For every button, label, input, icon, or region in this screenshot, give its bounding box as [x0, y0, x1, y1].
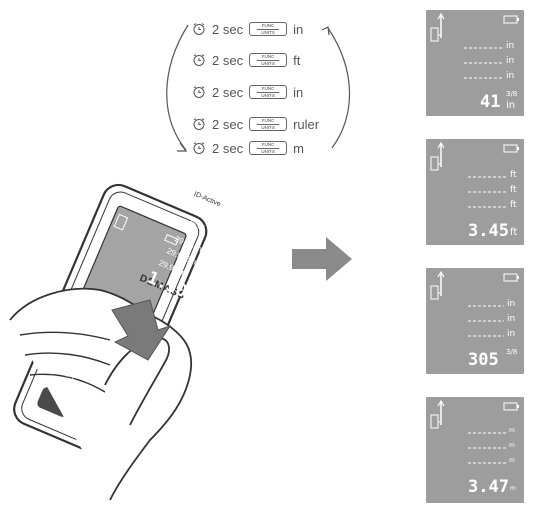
result-screen-meters: m m m 3.47 m — [426, 397, 524, 503]
result-screen-inches: in in in 41 3/8 in — [426, 10, 524, 116]
result-unit: m — [510, 485, 516, 492]
screen-icons — [430, 141, 519, 208]
step-row: 2 sec FUNC UNITS ruler — [192, 115, 319, 133]
unit-label: in — [507, 299, 516, 309]
key-label-bottom: UNITS — [261, 30, 275, 35]
unit-label: in — [507, 329, 516, 339]
result-screen-feet: ft ft ft 3.45 ft — [426, 139, 524, 245]
result-value: 305 — [468, 350, 499, 370]
alarm-clock-icon — [193, 23, 205, 35]
key-label-top: FUNC — [261, 118, 275, 123]
key-label-bottom: UNITS — [261, 149, 275, 154]
unit-label: in — [506, 41, 515, 51]
func-units-key: FUNC UNITS — [249, 53, 288, 67]
step-row: 2 sec FUNC UNITS ft — [192, 51, 300, 69]
step-duration: 2 sec — [212, 84, 244, 100]
unit-label: m — [509, 427, 515, 434]
step-unit: in — [293, 84, 304, 100]
step-row: 2 sec FUNC UNITS m — [192, 139, 304, 157]
unit-label: in — [506, 56, 515, 66]
key-label-top: FUNC — [261, 142, 275, 147]
unit-label: m — [509, 457, 515, 464]
cycle-arrows — [166, 24, 351, 152]
func-units-key: FUNC UNITS — [249, 117, 288, 131]
result-fraction: 3/8 — [506, 90, 518, 98]
result-screen-inches-fraction: in in in 305 3/8 — [426, 268, 524, 374]
unit-label: ft — [510, 200, 517, 210]
step-duration: 2 sec — [212, 140, 244, 156]
key-label-top: FUNC — [261, 54, 275, 59]
right-arrow-icon — [292, 237, 352, 281]
result-unit: in — [506, 100, 516, 111]
step-row: 2 sec FUNC UNITS in — [192, 20, 303, 38]
unit-label: in — [506, 71, 515, 81]
alarm-clock-icon — [193, 118, 205, 130]
step-unit: m — [293, 140, 304, 156]
unit-label: ft — [510, 185, 517, 195]
step-row: 2 sec FUNC UNITS in — [192, 83, 303, 101]
unit-label: ft — [510, 170, 517, 180]
key-label-bottom: UNITS — [261, 125, 275, 130]
step-duration: 2 sec — [212, 21, 244, 37]
alarm-clock-icon — [193, 86, 205, 98]
screen-icons — [430, 270, 519, 337]
func-units-key: FUNC UNITS — [249, 141, 288, 155]
key-label-bottom: UNITS — [261, 93, 275, 98]
result-unit: ft — [510, 227, 518, 238]
result-fraction: 3/8 — [506, 348, 518, 356]
device-illustration: DEMASS ID-Active 45.5° 29.868m 29.986m 2… — [0, 170, 300, 510]
screen-icons — [430, 399, 519, 464]
alarm-clock-icon — [193, 142, 205, 154]
func-units-key: FUNC UNITS — [249, 85, 288, 99]
step-unit: in — [293, 21, 304, 37]
result-value: 3.47 — [468, 477, 509, 497]
key-label-top: FUNC — [261, 23, 275, 28]
step-duration: 2 sec — [212, 52, 244, 68]
step-unit: ruler — [293, 116, 320, 132]
result-value: 3.45 — [468, 221, 509, 241]
result-value: 41 — [480, 92, 501, 112]
key-label-bottom: UNITS — [261, 61, 275, 66]
unit-label: m — [509, 442, 515, 449]
unit-sequence: 2 sec FUNC UNITS in 2 sec FUNC UNITS ft 2 … — [0, 0, 557, 170]
step-unit: ft — [293, 52, 301, 68]
func-units-key: FUNC UNITS — [249, 22, 288, 36]
screen-icons — [430, 12, 519, 79]
step-duration: 2 sec — [212, 116, 244, 132]
unit-label: in — [507, 314, 516, 324]
key-label-top: FUNC — [261, 86, 275, 91]
alarm-clock-icon — [193, 54, 205, 66]
